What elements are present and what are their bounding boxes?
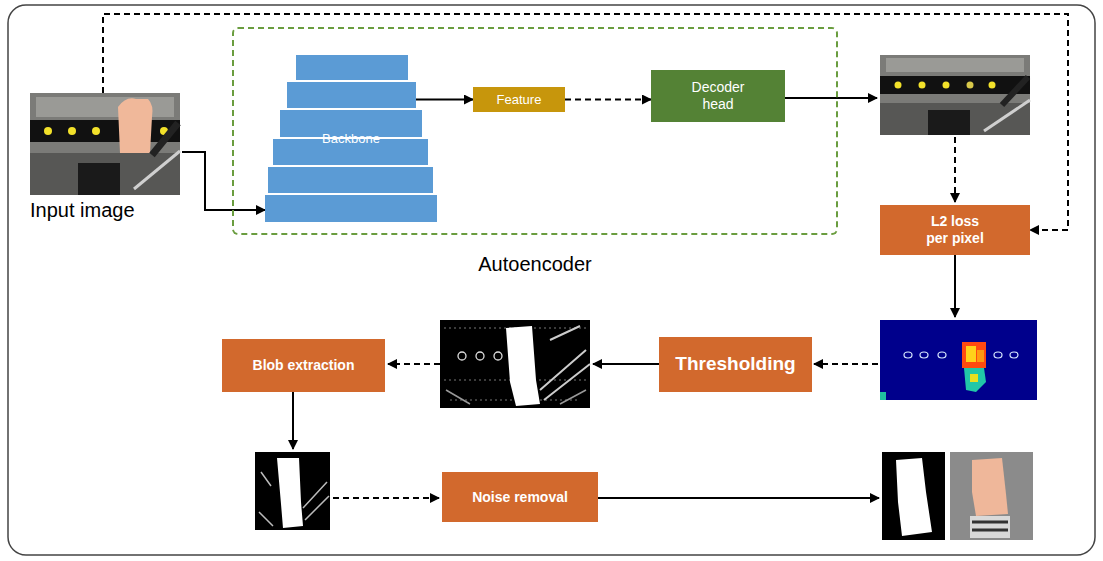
reconstructed-photo xyxy=(984,100,1030,131)
error-heatmap xyxy=(938,352,946,358)
input-image: Input image xyxy=(28,93,182,228)
input-photo xyxy=(134,151,180,189)
input-photo xyxy=(78,163,120,195)
input-photo xyxy=(92,127,100,135)
input-photo xyxy=(118,98,153,153)
reconstructed-photo xyxy=(989,82,996,89)
final-mask xyxy=(882,452,945,540)
blob-mask xyxy=(277,458,303,528)
flow-arrow xyxy=(388,363,440,365)
input-photo xyxy=(152,123,178,155)
error-heatmap xyxy=(920,352,928,358)
error-heatmap xyxy=(966,346,976,362)
error-heatmap xyxy=(1010,352,1018,358)
process-box: Noise removal xyxy=(442,472,598,522)
input-photo xyxy=(44,127,52,135)
flow-arrow xyxy=(954,137,956,202)
backbone-layer xyxy=(287,82,416,108)
process-box: Blob extraction xyxy=(222,339,385,392)
autoencoder-group: AutoencoderBackboneFeatureDecoder head xyxy=(232,27,838,235)
error-heatmap xyxy=(977,350,984,362)
outer-frame xyxy=(8,5,1095,555)
segmented-hand xyxy=(972,458,1008,516)
reconstructed-photo xyxy=(880,103,1030,135)
reconstructed-photo xyxy=(928,110,970,135)
box-label: Backbone xyxy=(322,131,380,147)
blob-mask xyxy=(255,452,330,530)
box-label: L2 loss per pixel xyxy=(919,213,991,247)
backbone-layer xyxy=(265,195,437,222)
segmented-hand xyxy=(950,452,1033,540)
blob-mask xyxy=(255,452,330,530)
reconstructed-photo xyxy=(1002,77,1028,105)
error-heatmap xyxy=(904,352,912,358)
binary-mask xyxy=(440,320,590,408)
final-mask xyxy=(896,458,932,536)
binary-mask xyxy=(446,390,586,404)
reconstructed-photo xyxy=(967,82,974,89)
flow-arrow xyxy=(333,497,439,499)
backbone-layer xyxy=(296,55,408,80)
flow-connector xyxy=(416,99,473,101)
process-box: Thresholding xyxy=(659,337,812,392)
reconstructed-photo xyxy=(880,55,1030,135)
reconstructed-photo xyxy=(895,82,902,89)
flow-connector xyxy=(565,99,651,101)
input-photo xyxy=(36,97,174,117)
error-heatmap xyxy=(962,342,986,368)
input-photo xyxy=(68,127,76,135)
box-label: Blob extraction xyxy=(253,357,355,374)
flow-connector xyxy=(182,152,265,210)
binary-mask xyxy=(506,326,540,406)
error-heatmap xyxy=(970,374,978,382)
backbone-layer xyxy=(268,167,433,193)
reconstructed-photo xyxy=(943,82,950,89)
error-heatmap xyxy=(880,320,1037,400)
flow-connector xyxy=(103,14,1068,230)
reconstructed-photo xyxy=(880,76,1030,94)
decoder-box: Decoder head xyxy=(651,70,785,122)
input-photo xyxy=(30,120,180,142)
segmented-hand xyxy=(950,452,1033,540)
process-box: L2 loss per pixel xyxy=(880,205,1030,255)
flow-arrow xyxy=(954,255,956,317)
feature-box: Feature xyxy=(473,87,565,113)
input-photo xyxy=(30,93,180,195)
error-heatmap xyxy=(994,352,1002,358)
reconstructed-photo xyxy=(919,82,926,89)
reconstructed-photo xyxy=(886,58,1024,72)
box-label: Decoder head xyxy=(682,79,754,113)
box-label: Thresholding xyxy=(675,353,795,376)
final-mask xyxy=(882,452,945,540)
error-heatmap xyxy=(880,392,886,400)
binary-mask xyxy=(494,352,502,360)
binary-mask xyxy=(476,352,484,360)
flow-arrow xyxy=(292,392,294,449)
binary-mask xyxy=(458,352,466,360)
error-heatmap xyxy=(964,368,986,392)
flow-arrow xyxy=(814,363,878,365)
reconstructed-photo xyxy=(880,55,1030,135)
segmented-hand xyxy=(972,522,1008,530)
flow-arrow xyxy=(593,363,659,365)
flow-arrow xyxy=(598,497,879,499)
blob-mask xyxy=(259,472,329,526)
input-photo xyxy=(30,93,180,195)
binary-mask xyxy=(440,320,590,408)
box-label: Feature xyxy=(497,92,542,108)
flow-arrow xyxy=(785,97,877,99)
error-heatmap xyxy=(880,320,1037,400)
caption-label: Autoencoder xyxy=(234,253,836,276)
input-photo xyxy=(30,153,180,195)
segmented-hand xyxy=(970,516,1010,538)
caption-label: Input image xyxy=(30,199,135,222)
box-label: Noise removal xyxy=(472,489,568,506)
backbone-stack: Backbone xyxy=(265,55,437,222)
binary-mask xyxy=(540,326,590,400)
